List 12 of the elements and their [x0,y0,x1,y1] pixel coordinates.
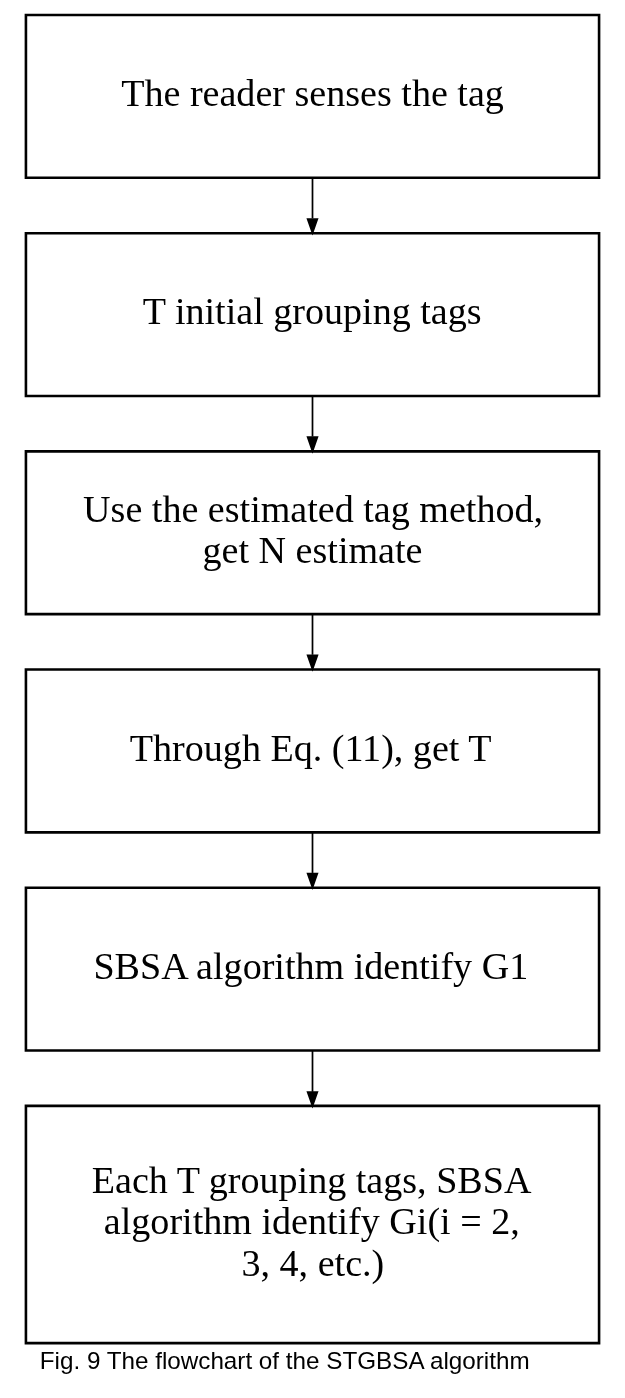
node-box: SBSA algorithm identify G1 [24,886,601,1052]
node-box: Each T grouping tags, SBSA algorithm identify Gi(i = 2, 3, 4, etc.) [24,1104,601,1345]
arrow [306,1049,319,1109]
node-box: Use the estimated tag method, get N estimate [24,450,601,616]
arrow [306,831,319,890]
arrow [306,177,319,236]
arrow [306,395,319,454]
caption: Fig. 9 The flowchart of the STGBSA algorithm [39,1347,530,1375]
node-box: Through Eq. (11), get T [24,668,601,834]
arrow [306,613,319,672]
node-box: T initial grouping tags [24,231,601,398]
node-box: The reader senses the tag [24,13,601,180]
